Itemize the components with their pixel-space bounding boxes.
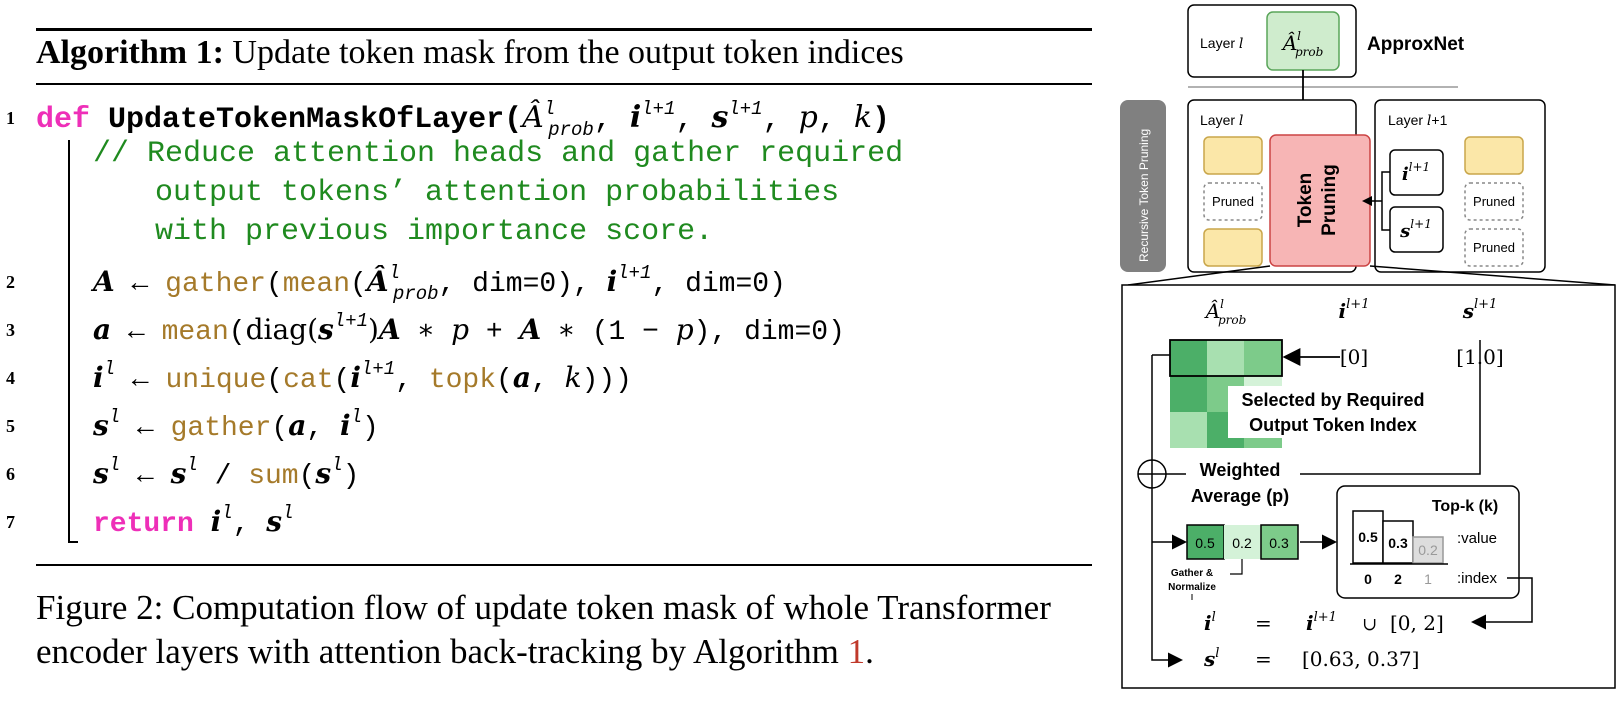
result-i-symbol: il	[1204, 610, 1216, 635]
recursive-pruning-bar	[1120, 100, 1166, 272]
result-s-value: [0.63, 0.37]	[1302, 647, 1419, 671]
layer-l1-label: Layer l+1	[1388, 112, 1448, 129]
pruned-label: Pruned	[1473, 194, 1515, 209]
selected-label-2: Output Token Index	[1249, 415, 1417, 435]
svg-text:0: 0	[1364, 571, 1372, 587]
pruned-token-box	[1464, 228, 1524, 267]
svg-text:=: =	[1255, 611, 1272, 635]
selected-label-bg	[1228, 386, 1438, 438]
return-keyword: return	[93, 509, 194, 540]
index-to-result-arrow	[1471, 577, 1533, 630]
layer-l-label: Layer l	[1200, 112, 1243, 129]
pruned-token-box	[1203, 182, 1263, 221]
token-box	[1464, 136, 1524, 175]
gather-label: Gather &	[1171, 568, 1213, 579]
def-keyword: def	[36, 103, 91, 137]
index-label: :index	[1457, 570, 1498, 587]
block-bar-end	[68, 541, 78, 543]
result-i-value: [0, 2]	[1390, 611, 1444, 635]
svg-text:=: =	[1255, 647, 1272, 671]
s-to-weighted-line	[1300, 340, 1481, 475]
zoom-line-right	[1369, 265, 1616, 286]
pruned-token-box	[1464, 182, 1524, 221]
algorithm-title: Algorithm 1: Update token mask from the …	[36, 34, 904, 71]
weight-cell	[1224, 525, 1261, 559]
pruned-label: Pruned	[1212, 194, 1254, 209]
svg-text:1: 1	[1424, 571, 1432, 587]
zoom-line-left	[1127, 265, 1271, 286]
svg-text:2: 2	[1394, 571, 1402, 587]
token-box	[1203, 136, 1263, 175]
normalize-label: Normalize	[1168, 582, 1216, 593]
svg-text:0.3: 0.3	[1388, 535, 1408, 551]
recursive-pruning-label: Recursive Token Pruning	[1137, 129, 1151, 262]
token-box	[1203, 228, 1263, 267]
bracket	[1372, 171, 1390, 231]
function-name: UpdateTokenMaskOfLayer	[108, 103, 505, 137]
topk-title: Top-k (k)	[1432, 498, 1498, 515]
selected-label-1: Selected by Required	[1241, 390, 1424, 410]
svg-text:0.2: 0.2	[1418, 542, 1438, 558]
topk-bar	[1352, 510, 1384, 564]
svg-text:0.3: 0.3	[1269, 535, 1289, 551]
value-label: :value	[1457, 530, 1497, 547]
average-label: Average (p)	[1191, 486, 1289, 506]
approxnet-label: ApproxNet	[1367, 34, 1465, 55]
svg-text:∪: ∪	[1362, 614, 1377, 635]
pruned-label: Pruned	[1473, 240, 1515, 255]
approx-attention-box	[1266, 11, 1340, 71]
weight-cell	[1260, 524, 1299, 560]
weighted-label: Weighted	[1200, 460, 1281, 480]
to-result-arrow	[1151, 560, 1183, 668]
bottom-rule	[36, 564, 1092, 566]
line-number: 1	[6, 108, 15, 128]
top-rule	[36, 28, 1092, 31]
title-rule	[36, 83, 1092, 85]
topk-bar-dropped	[1412, 536, 1444, 564]
i-value: [0]	[1340, 345, 1368, 369]
svg-text:0.5: 0.5	[1358, 529, 1378, 545]
algorithm-ref-link[interactable]: 1	[847, 632, 866, 671]
bracket-arrowhead	[1362, 196, 1372, 206]
algorithm-panel: Algorithm 1: Update token mask from the …	[6, 28, 1092, 671]
block-bar	[68, 140, 70, 542]
figure-caption: Figure 2: Computation flow of update tok…	[36, 588, 1051, 671]
svg-text:0.5: 0.5	[1195, 535, 1215, 551]
svg-text:0.2: 0.2	[1232, 535, 1252, 551]
approxnet-layer-label: Layer l	[1200, 35, 1243, 52]
weight-cell	[1186, 524, 1225, 560]
